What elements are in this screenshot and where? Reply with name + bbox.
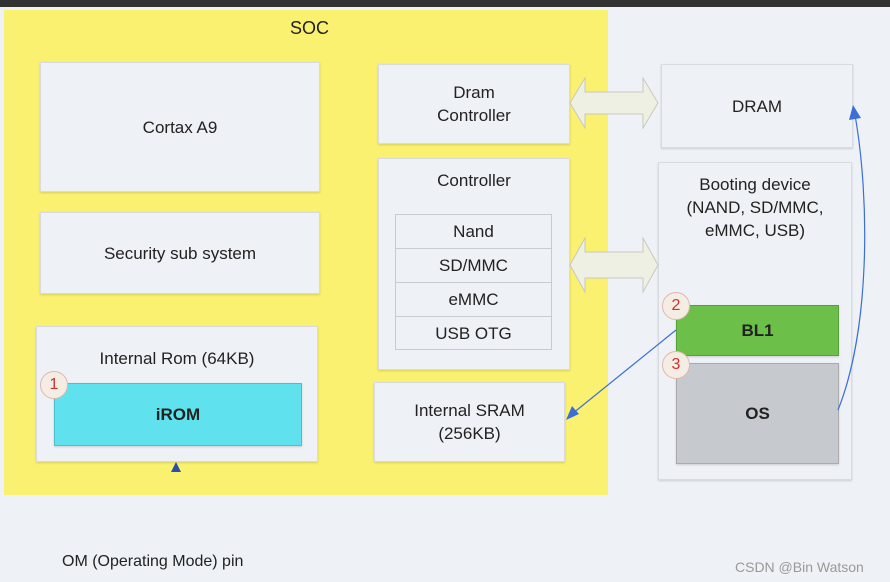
controller-item-nand: Nand [396, 215, 551, 249]
top-edge [0, 0, 890, 7]
om-pin-label: OM (Operating Mode) pin [62, 553, 244, 570]
controller-item-sdmmc: SD/MMC [396, 249, 551, 283]
controller-label: Controller [437, 171, 511, 190]
boot-bus-arrow-icon [569, 236, 659, 294]
dram-bus-arrow-icon [569, 76, 659, 130]
bl1-block: BL1 [676, 305, 839, 356]
sram-line2: (256KB) [438, 424, 501, 443]
dram-controller-line1: Dram [453, 83, 495, 102]
step-2-badge: 2 [662, 292, 690, 320]
os-block: OS [676, 363, 839, 464]
step-1-badge: 1 [40, 371, 68, 399]
irom-block: iROM [54, 383, 302, 446]
watermark: CSDN @Bin Watson [735, 559, 864, 575]
step-3-badge: 3 [662, 351, 690, 379]
dram-controller-block: Dram Controller [378, 64, 570, 144]
controller-item-emmc: eMMC [396, 283, 551, 317]
dram-controller-line2: Controller [437, 106, 511, 125]
booting-line1: Booting device [699, 175, 811, 194]
cortex-a9-block: Cortax A9 [40, 62, 320, 192]
soc-label: SOC [290, 18, 330, 38]
os-to-dram-arrow-icon [837, 105, 866, 411]
controller-item-usb-otg: USB OTG [435, 323, 512, 343]
booting-line2: (NAND, SD/MMC, [686, 198, 824, 217]
sram-line1: Internal SRAM [414, 401, 525, 420]
om-pin-arrow-icon [171, 462, 181, 472]
controller-list: Nand SD/MMC eMMC USB OTG [395, 214, 552, 350]
bl1-to-sram-arrow-icon [566, 329, 677, 420]
internal-sram-block: Internal SRAM (256KB) [374, 382, 565, 462]
internal-rom-label: Internal Rom (64KB) [99, 349, 255, 368]
security-subsystem-block: Security sub system [40, 212, 320, 294]
dram-block: DRAM [661, 64, 853, 148]
booting-line3: eMMC, USB) [704, 221, 806, 240]
